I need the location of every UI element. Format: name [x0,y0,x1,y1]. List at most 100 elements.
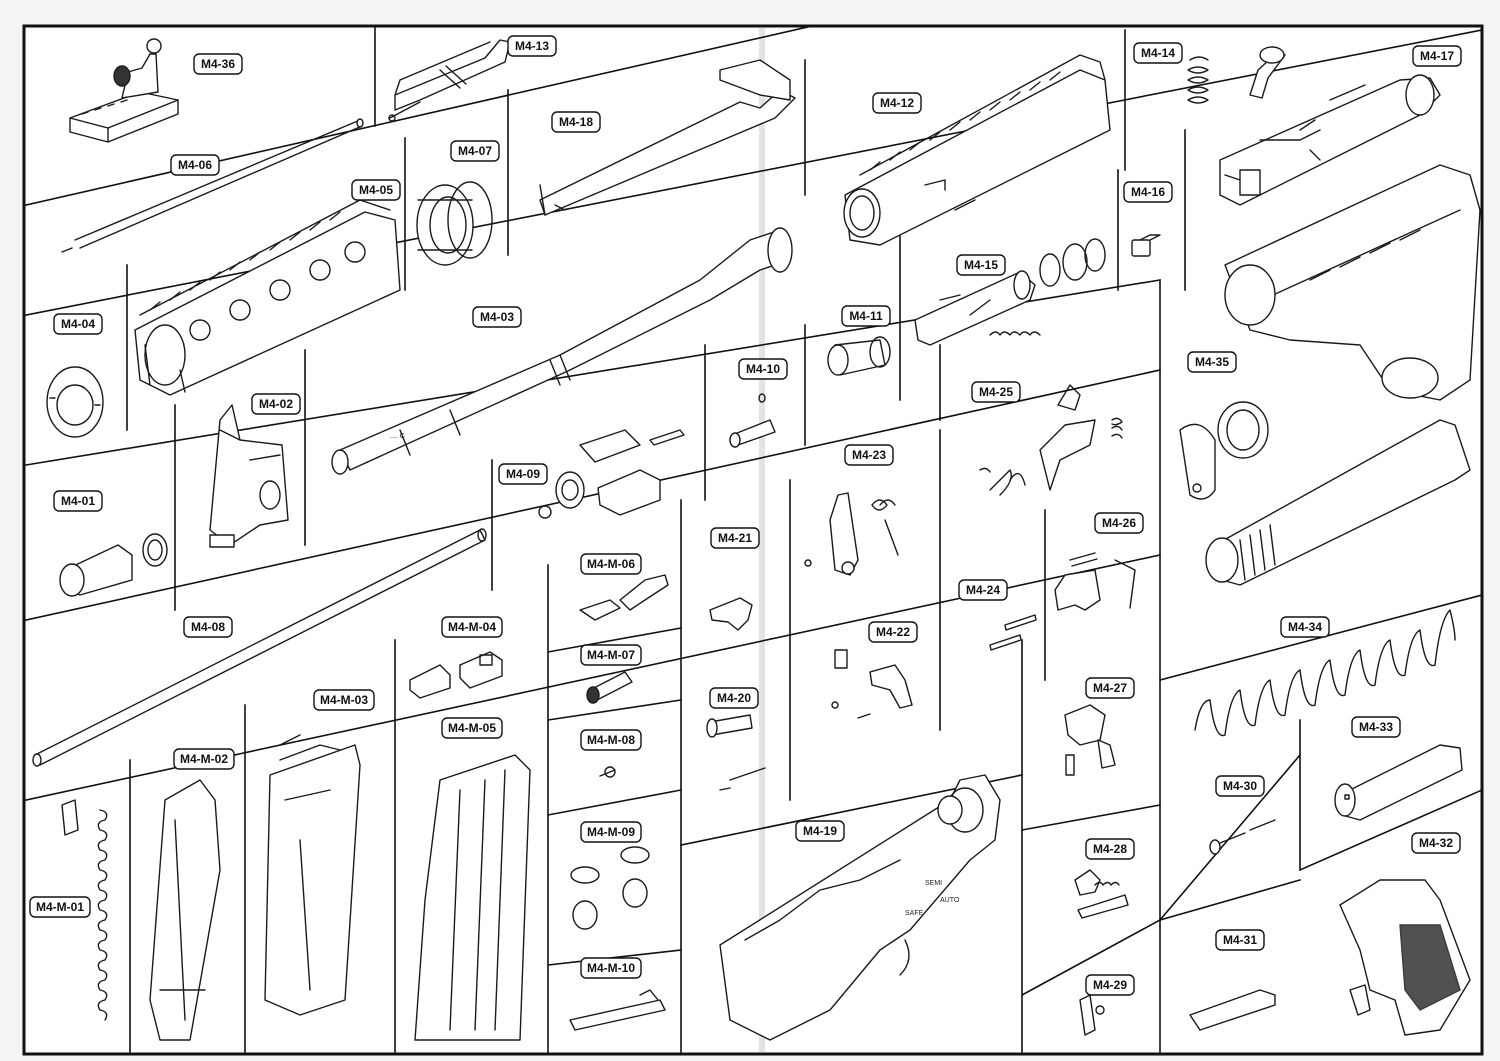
label-box [958,579,1008,601]
tappet-pin-drawing [729,393,776,448]
part-label-m4-16: M4-16 [1123,181,1173,203]
part-label-m4-m-06: M4-M-06 [580,553,642,575]
part-label-m4-05: M4-05 [351,179,401,201]
part-label-m4-14: M4-14 [1133,42,1183,64]
label-text: M4-19 [803,824,837,838]
label-text: M4-36 [201,57,235,71]
label-box [53,313,103,335]
part-label-m4-27: M4-27 [1085,677,1135,699]
label-box [580,553,642,575]
buffer-drawing [1334,744,1463,821]
label-text: M4-15 [964,258,998,272]
safety-parts-drawing [831,649,913,719]
part-label-m4-32: M4-32 [1411,832,1461,854]
label-text: M4-03 [480,310,514,324]
part-label-m4-26: M4-26 [1094,512,1144,534]
receiver-pin-drawing [1131,234,1161,257]
label-box [183,616,233,638]
label-text: M4-35 [1195,355,1229,369]
part-label-m4-m-05: M4-M-05 [441,717,503,739]
pistol-grip-drawing [1339,879,1471,1036]
label-box [841,305,891,327]
dust-cover-drawing [388,39,511,122]
label-box [1085,677,1135,699]
label-box [709,687,759,709]
label-box [1412,45,1462,67]
label-text: M4-27 [1093,681,1127,695]
label-text: M4-05 [359,183,393,197]
selector-part-drawing [709,597,753,631]
part-label-m4-03: M4-03 [472,306,522,328]
selector-lever-drawing [1064,704,1116,776]
detent-spring-drawing [1079,994,1105,1036]
part-label-m4-22: M4-22 [868,621,918,643]
part-label-m4-35: M4-35 [1187,351,1237,373]
magazine-follower-drawing [409,651,503,699]
label-text: M4-M-02 [180,752,228,766]
label-box [1280,616,1330,638]
label-text: M4-31 [1223,933,1257,947]
label-text: M4-M-05 [448,721,496,735]
sling-mount-drawing [1179,401,1269,500]
label-text: M4-24 [966,583,1000,597]
trigger-guard-drawing [1189,989,1276,1031]
valve-drawing [599,766,616,778]
muzzle-nut-drawing [46,366,104,438]
magazine-plate-drawing [569,989,666,1031]
label-box [580,644,642,666]
part-label-m4-23: M4-23 [844,444,894,466]
label-box [441,616,503,638]
label-text: M4-01 [61,494,95,508]
label-box [1123,181,1173,203]
part-label-m4-33: M4-33 [1351,716,1401,738]
label-text: M4-17 [1420,49,1454,63]
label-text: M4-M-01 [36,900,84,914]
label-box [170,154,220,176]
label-text: M4-M-08 [587,733,635,747]
part-label-m4-m-01: M4-M-01 [29,896,91,918]
part-label-m4-30: M4-30 [1215,775,1265,797]
label-text: M4-18 [559,115,593,129]
label-text: M4-08 [191,620,225,634]
part-label-m4-12: M4-12 [872,92,922,114]
label-box [1351,716,1401,738]
label-text: M4-16 [1131,185,1165,199]
label-text: M4-26 [1102,516,1136,530]
part-label-m4-02: M4-02 [251,393,301,415]
part-label-m4-m-07: M4-M-07 [580,644,642,666]
label-box [53,490,103,512]
part-label-m4-31: M4-31 [1215,929,1265,951]
bolt-carrier-drawing [1219,74,1441,206]
inner-barrel-drawing [32,528,487,767]
buffer-spring-drawing [1194,609,1456,737]
label-box [710,527,760,549]
cylinder-head-drawing [538,429,685,519]
magazine-outer-drawing [149,779,221,1041]
part-label-m4-08: M4-08 [183,616,233,638]
magazine-body-drawing [414,754,531,1041]
trigger-assembly-drawing [979,384,1123,496]
mag-plug-drawing [570,846,650,930]
pin-set-drawing [1209,819,1276,855]
flash-hider-drawing [59,533,168,597]
label-box [173,748,235,770]
nozzle-drawing [586,671,633,704]
spring-and-detent-drawing [1187,46,1286,104]
label-text: M4-12 [880,96,914,110]
label-text: M4-M-04 [448,620,496,634]
label-text: M4-10 [746,362,780,376]
label-box [1215,929,1265,951]
label-box [498,463,548,485]
label-text: M4-28 [1093,842,1127,856]
label-text: M4-M-10 [587,961,635,975]
hopup-unit-drawing [827,336,891,376]
label-text: M4-22 [876,625,910,639]
part-label-m4-11: M4-11 [841,305,891,327]
label-text: M4-M-07 [587,648,635,662]
label-box [1094,512,1144,534]
label-box [795,820,845,842]
label-box [313,689,375,711]
buffer-tube-drawing [1205,419,1471,586]
